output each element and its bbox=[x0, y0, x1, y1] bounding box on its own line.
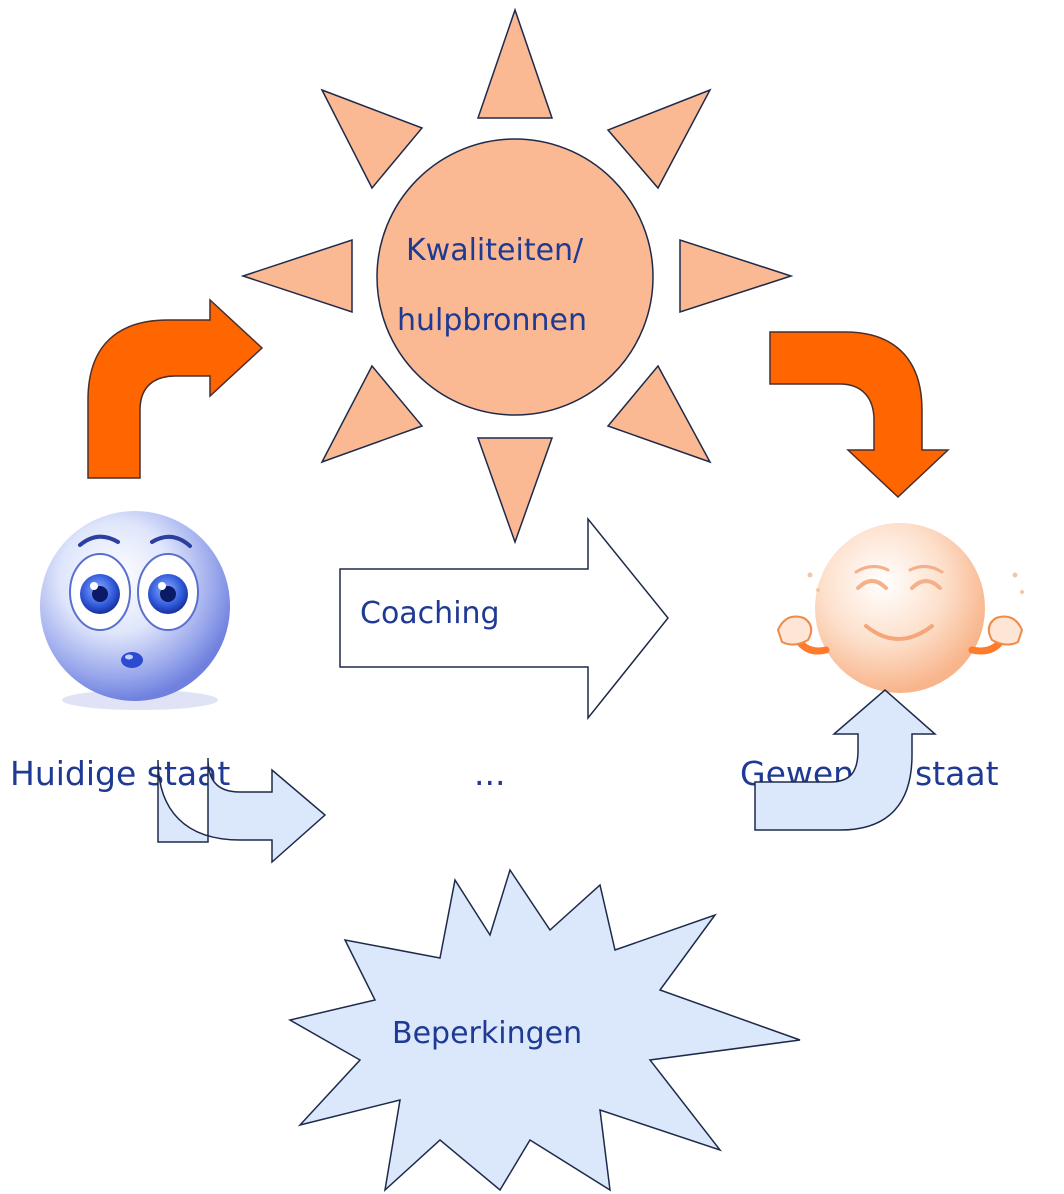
surprised-face-icon bbox=[40, 511, 230, 710]
meditating-smiley-icon bbox=[776, 523, 1024, 693]
sun-ray-left bbox=[240, 238, 353, 314]
current-state-label: Huidige staat bbox=[10, 754, 230, 793]
middle-ellipsis-label: ... bbox=[474, 754, 505, 793]
sun-ray-bottom-right bbox=[606, 364, 712, 464]
blue-arrow-to-limitations bbox=[157, 757, 327, 864]
sun-core bbox=[376, 138, 654, 416]
sun-ray-bottom-left bbox=[320, 364, 424, 464]
blue-arrow-to-desired bbox=[754, 689, 937, 831]
sun-ray-bottom bbox=[476, 437, 554, 545]
limitations-label: Beperkingen bbox=[392, 1016, 582, 1051]
orange-arrow-to-desired bbox=[769, 331, 950, 499]
coaching-label: Coaching bbox=[360, 596, 500, 631]
sun-ray-top-left bbox=[320, 88, 424, 190]
sun-label-line1: Kwaliteiten/ bbox=[406, 233, 584, 268]
orange-arrow-to-qualities bbox=[87, 298, 264, 479]
coaching-arrow: Coaching bbox=[339, 516, 669, 721]
sun-label-line2: hulpbronnen bbox=[397, 303, 587, 338]
sun-rays bbox=[240, 7, 794, 545]
sun-ray-top bbox=[476, 7, 554, 119]
limitations-starburst-shape bbox=[287, 868, 801, 1193]
sun-shape: Kwaliteiten/ hulpbronnen bbox=[240, 7, 794, 545]
sun-ray-top-right bbox=[606, 88, 712, 190]
limitations-starburst: Beperkingen bbox=[287, 868, 801, 1193]
coaching-arrow-shape bbox=[339, 516, 669, 721]
sun-ray-right bbox=[679, 238, 794, 314]
